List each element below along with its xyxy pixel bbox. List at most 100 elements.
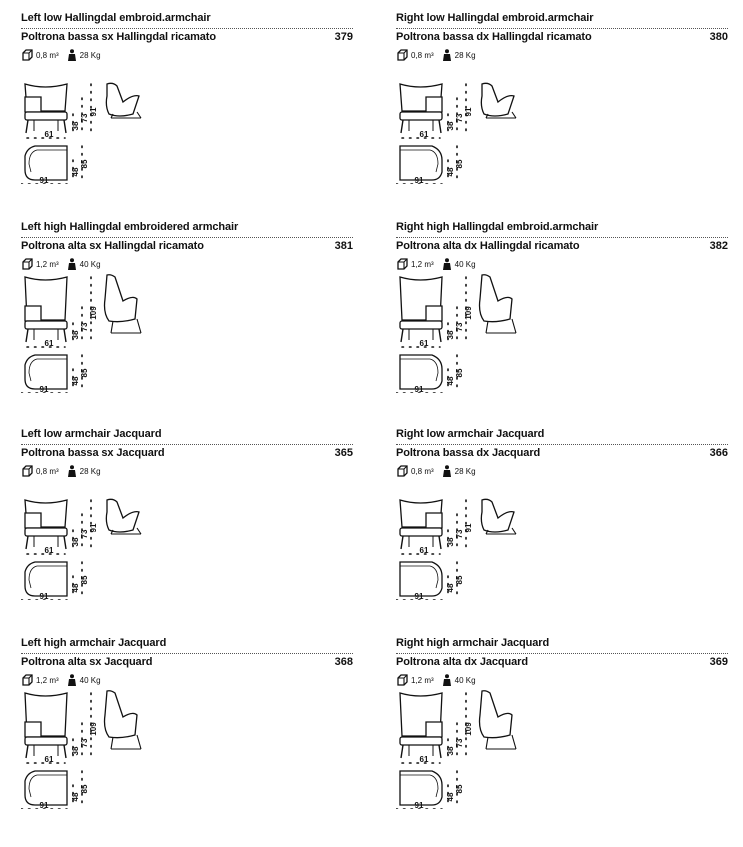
chair-seat bbox=[24, 527, 68, 537]
dimension-label: 48 bbox=[446, 583, 455, 592]
product-title-en: Left low Hallingdal embroid.armchair bbox=[21, 12, 211, 24]
chair-arm bbox=[425, 512, 443, 529]
chair-leg bbox=[136, 734, 142, 750]
dimension-label: 73 bbox=[80, 322, 89, 331]
product-code: 381 bbox=[334, 240, 353, 252]
armchair-side-view bbox=[103, 690, 142, 750]
armchair-side-view bbox=[480, 82, 517, 119]
chair-leg bbox=[25, 535, 29, 550]
volume-value: 0,8 m³ bbox=[36, 50, 59, 60]
weight-icon bbox=[442, 258, 452, 270]
chair-arm bbox=[24, 512, 42, 529]
chair-leg bbox=[110, 113, 114, 119]
product-title-en: Left high armchair Jacquard bbox=[21, 637, 167, 649]
box-icon bbox=[21, 674, 33, 686]
product-code: 368 bbox=[334, 656, 353, 668]
chair-leg bbox=[485, 529, 489, 535]
chair-leg bbox=[25, 328, 29, 343]
chair-leg bbox=[400, 744, 404, 759]
chair-plan-seat bbox=[28, 358, 67, 382]
dimension-label: 109 bbox=[464, 306, 473, 320]
chair-seat bbox=[399, 320, 443, 330]
volume-value: 1,2 m³ bbox=[36, 675, 59, 685]
dimension-label: 48 bbox=[71, 167, 80, 176]
chair-leg bbox=[25, 119, 29, 134]
dimension-label: 91 bbox=[40, 176, 49, 184]
armchair-side-view bbox=[103, 274, 142, 334]
product-title-en: Right high armchair Jacquard bbox=[396, 637, 550, 649]
armchair-plan-view bbox=[24, 770, 68, 806]
dotted-rule bbox=[21, 28, 353, 29]
chair-plan-outline bbox=[24, 561, 68, 597]
product-code: 369 bbox=[709, 656, 728, 668]
specs-row: 0,8 m³ 28 Kg bbox=[21, 48, 101, 62]
dimension-label: 85 bbox=[455, 368, 464, 377]
chair-leg bbox=[400, 535, 404, 550]
dimension-label: 48 bbox=[71, 583, 80, 592]
dotted-rule bbox=[396, 653, 728, 654]
weight-icon bbox=[442, 465, 452, 477]
chair-leg bbox=[438, 328, 442, 343]
chair-plan-outline bbox=[24, 354, 68, 390]
dimension-label: 61 bbox=[420, 130, 429, 139]
specs-row: 1,2 m³ 40 Kg bbox=[21, 257, 101, 271]
armchair-side-view bbox=[105, 82, 142, 119]
weight-value: 40 Kg bbox=[454, 259, 476, 269]
dimension-label: 91 bbox=[89, 523, 98, 532]
specs-row: 1,2 m³ 40 Kg bbox=[396, 257, 476, 271]
chair-arm bbox=[24, 96, 42, 113]
box-icon bbox=[396, 258, 408, 270]
chair-plan-outline bbox=[24, 770, 68, 806]
chair-leg bbox=[511, 527, 517, 535]
armchair-plan-view bbox=[399, 354, 443, 390]
dimension-label: 61 bbox=[45, 130, 54, 139]
dimension-label: 38 bbox=[71, 121, 80, 130]
box-icon bbox=[21, 465, 33, 477]
product-title-it: Poltrona bassa dx Hallingdal ricamato bbox=[396, 31, 592, 43]
weight-icon bbox=[442, 674, 452, 686]
chair-leg bbox=[511, 734, 517, 750]
chair-seat bbox=[399, 527, 443, 537]
chair-leg bbox=[63, 744, 67, 759]
dotted-rule bbox=[396, 28, 728, 29]
chair-leg bbox=[485, 113, 489, 119]
specs-row: 0,8 m³ 28 Kg bbox=[396, 464, 476, 478]
dotted-rule bbox=[396, 237, 728, 238]
dimension-label: 48 bbox=[446, 376, 455, 385]
armchair-front-view bbox=[24, 83, 68, 134]
chair-arm bbox=[425, 721, 443, 738]
chair-leg bbox=[511, 318, 517, 334]
dimension-label: 85 bbox=[455, 784, 464, 793]
product-title-en: Right low armchair Jacquard bbox=[396, 428, 545, 440]
chair-plan-outline bbox=[399, 145, 443, 181]
chair-leg bbox=[438, 535, 442, 550]
dimension-label: 48 bbox=[446, 167, 455, 176]
chair-plan-outline bbox=[399, 354, 443, 390]
dimension-label: 73 bbox=[455, 529, 464, 538]
chair-leg bbox=[25, 744, 29, 759]
product-title-it: Poltrona bassa sx Hallingdal ricamato bbox=[21, 31, 216, 43]
box-icon bbox=[396, 674, 408, 686]
chair-arm bbox=[425, 96, 443, 113]
chair-leg bbox=[136, 527, 142, 535]
specs-row: 0,8 m³ 28 Kg bbox=[21, 464, 101, 478]
dimension-label: 38 bbox=[446, 121, 455, 130]
box-icon bbox=[396, 465, 408, 477]
chair-plan-seat bbox=[28, 149, 67, 173]
weight-icon bbox=[67, 674, 77, 686]
dotted-rule bbox=[21, 653, 353, 654]
volume-value: 0,8 m³ bbox=[36, 466, 59, 476]
armchair-side-view bbox=[478, 274, 517, 334]
armchair-plan-view bbox=[399, 145, 443, 181]
dimension-label: 61 bbox=[420, 339, 429, 348]
chair-plan-seat bbox=[28, 565, 67, 589]
dimension-label: 109 bbox=[89, 722, 98, 736]
chair-seat bbox=[399, 111, 443, 121]
product-code: 366 bbox=[709, 447, 728, 459]
chair-leg bbox=[110, 529, 114, 535]
armchair-front-view bbox=[399, 499, 443, 550]
dimension-label: 48 bbox=[71, 376, 80, 385]
